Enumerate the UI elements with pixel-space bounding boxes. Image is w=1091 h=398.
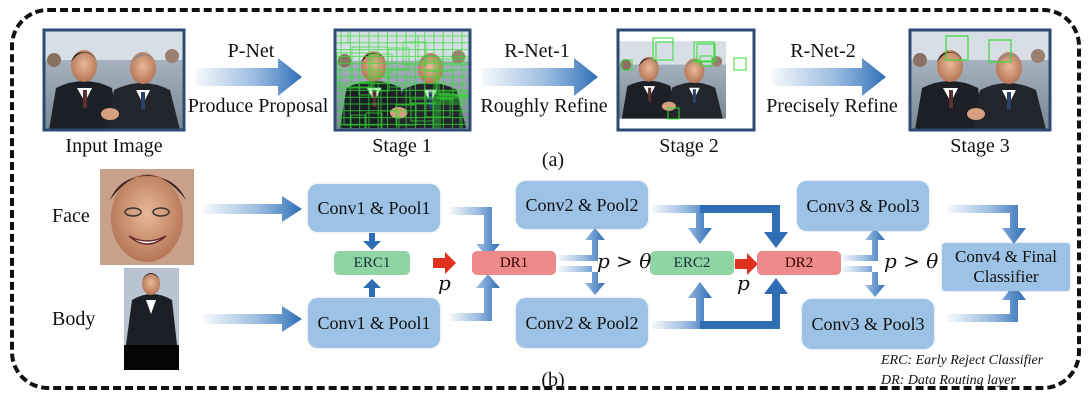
condition-label-2: p > θ [884,249,939,273]
precisely-refine-label: Precisely Refine [766,95,898,117]
pnet-label: P-Net [227,40,275,62]
caption-a: (a) [541,149,565,171]
erc1-block: ERC1 [334,251,410,275]
stage3-image [910,30,1050,130]
dr1-block: DR1 [472,251,556,275]
dr2-to-conv3-top-arrow [842,228,885,261]
produce-proposal-label: Produce Proposal [187,95,329,117]
dashed-frame [10,8,1081,390]
dr2-to-conv3-bottom-arrow [842,266,885,297]
face-to-conv1-arrow [203,196,302,222]
stage1-label: Stage 1 [372,135,432,157]
rnet1-arrow [482,58,598,96]
conv1-top-block: Conv1 & Pool1 [308,184,440,232]
dr2-block: DR2 [757,251,841,275]
conv2-top-block: Conv2 & Pool2 [516,181,648,229]
stage2-image [618,37,747,120]
p-symbol-2: p [737,271,750,295]
stage3-label: Stage 3 [950,135,1010,157]
conv1-top-to-erc1-arrow [363,233,381,250]
conv2-top-to-erc2-arrow [652,205,712,244]
legend-erc: ERC: Early Reject Classifier [881,353,1044,368]
conv3-bottom-to-final-arrow [947,284,1026,322]
erc2-to-dr2-red-arrow [735,253,758,275]
erc1-to-dr1-red-arrow [433,252,456,274]
rnet1-label: R-Net-1 [504,40,570,62]
rnet2-arrow [772,58,886,96]
body-label: Body [52,308,96,330]
body-image [124,268,179,370]
rnet2-label: R-Net-2 [790,40,856,62]
proposal-box [402,41,427,66]
conv3-top-to-final-arrow [947,205,1026,244]
face-image [100,169,194,265]
input-image [44,30,184,130]
conv3-bottom-block: Conv3 & Pool3 [802,299,934,349]
conv1-top-to-dr1-arrow [450,207,500,258]
conv2-top-to-dr2-arrow [700,205,788,248]
dr1-to-conv2-bottom-arrow [558,266,605,295]
final-classifier-block: Conv4 & Final Classifier [942,243,1070,291]
conv1-bottom-to-dr1-arrow [450,274,500,321]
proposal-box [343,87,382,126]
roughly-refine-label: Roughly Refine [480,95,608,117]
pnet-arrow [196,58,302,96]
face-label: Face [52,205,90,227]
stage1-image [335,30,470,130]
p-symbol-1: p [438,271,451,295]
caption-b: (b) [541,369,565,391]
proposal-box [358,81,373,96]
erc2-block: ERC2 [650,251,734,275]
conv2-bottom-to-dr2-arrow [700,278,788,329]
conv2-bottom-block: Conv2 & Pool2 [516,298,648,348]
dr1-to-conv2-top-arrow [558,228,605,261]
conv2-bottom-to-erc2-arrow [652,282,712,329]
condition-label-1: p > θ [597,249,652,273]
conv1-bottom-to-erc1-arrow [363,279,381,297]
proposal-box [410,98,434,122]
conv3-top-block: Conv3 & Pool3 [797,181,929,231]
legend-dr: DR: Data Routing layer [881,373,1016,388]
stage2-label: Stage 2 [659,135,719,157]
input-image-label: Input Image [65,135,163,157]
conv1-bottom-block: Conv1 & Pool1 [308,298,440,348]
body-to-conv1-arrow [203,306,302,332]
